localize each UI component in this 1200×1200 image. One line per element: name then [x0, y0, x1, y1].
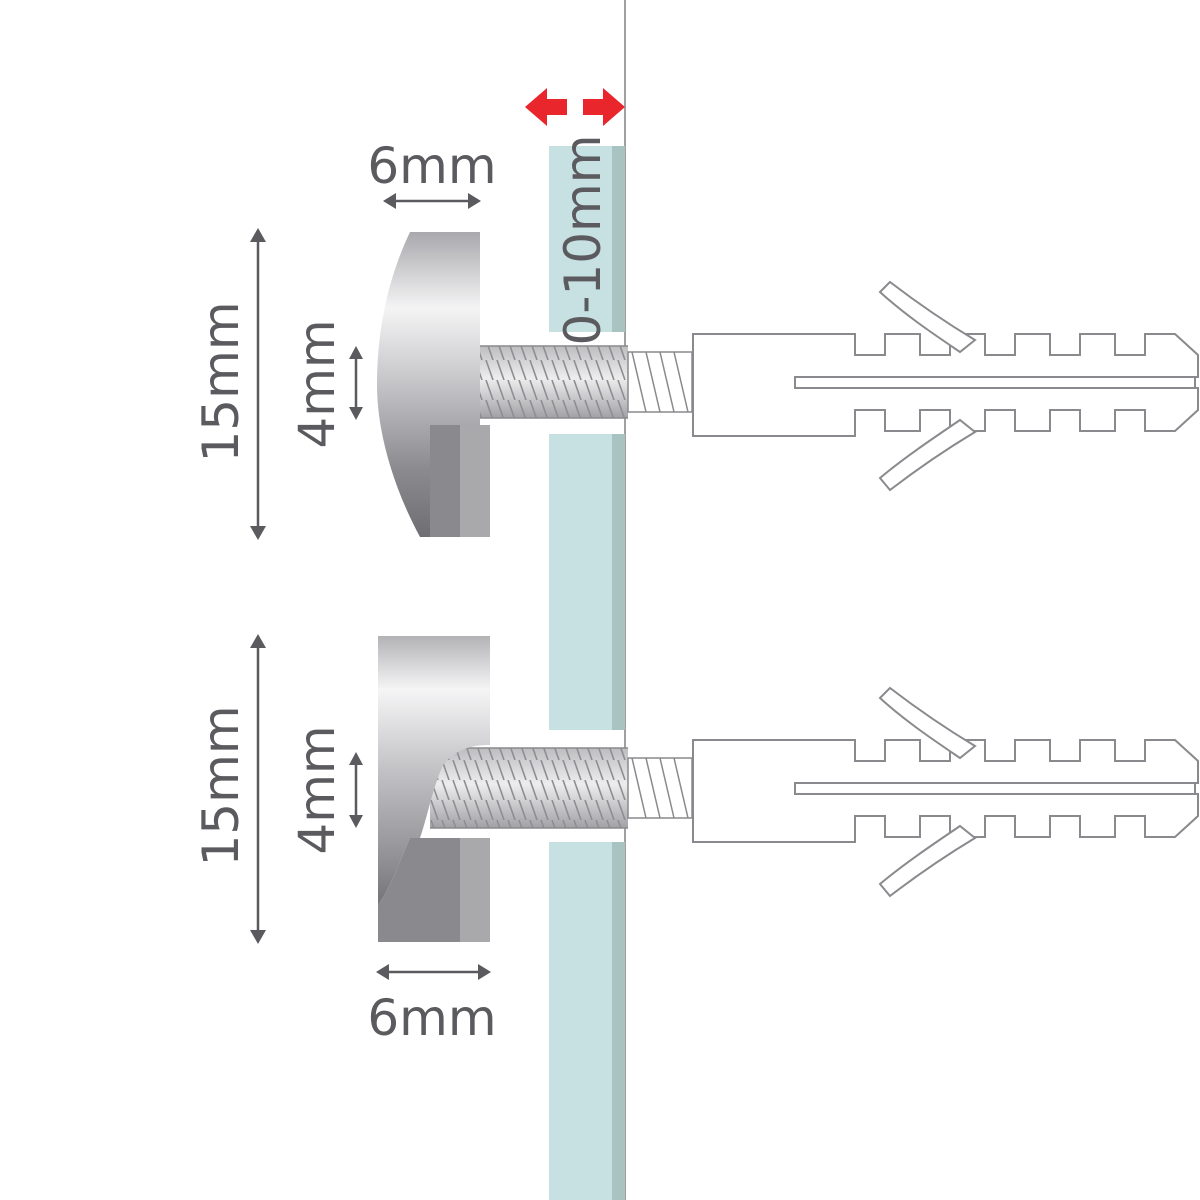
top-thread-label: 4mm [288, 319, 346, 448]
top-cap-height-label: 15mm [192, 301, 250, 462]
bottom-cap-height-label: 15mm [192, 705, 250, 866]
top-cap-width-dimension [383, 193, 481, 209]
bottom-flat-cap [378, 636, 490, 942]
bottom-cap-width-label: 6mm [367, 989, 496, 1047]
panel-thickness-label: 0-10mm [554, 135, 612, 346]
top-wall-plug [692, 280, 1199, 492]
top-dome-cap [377, 232, 490, 537]
bottom-wall-screw [627, 757, 693, 819]
red-arrow-left-icon [525, 88, 567, 126]
bottom-assembly: 15mm 4mm 6mm [192, 634, 1199, 1047]
bottom-cap-width-dimension [376, 964, 491, 980]
bottom-thread-label: 4mm [288, 725, 346, 854]
top-assembly: 6mm 15mm 4mm [192, 137, 1199, 540]
bottom-wall-plug [692, 686, 1199, 898]
bottom-thread-dimension [349, 752, 363, 828]
top-wall-screw [627, 351, 693, 413]
bottom-threaded-rod [430, 747, 628, 829]
top-thread-dimension [349, 346, 363, 420]
top-cap-width-label: 6mm [367, 137, 496, 195]
panel-thickness-arrows [525, 88, 625, 126]
red-arrow-right-icon [583, 88, 625, 126]
top-cap-height-dimension [250, 228, 266, 540]
glass-panel [549, 146, 625, 1200]
bottom-cap-height-dimension [250, 634, 266, 944]
